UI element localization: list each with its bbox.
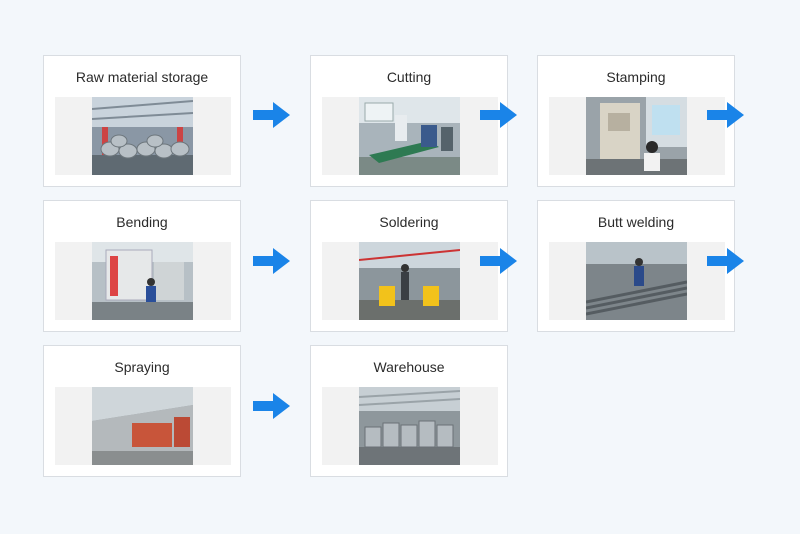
soldering-photo (359, 242, 460, 320)
step-card-spraying: Spraying (43, 345, 241, 477)
step-card-warehouse: Warehouse (310, 345, 508, 477)
photo-frame (322, 242, 498, 320)
arrow-right-icon (253, 392, 291, 420)
photo-frame (322, 387, 498, 465)
step-title: Soldering (379, 214, 439, 230)
stamping-photo (586, 97, 687, 175)
step-card-cutting: Cutting (310, 55, 508, 187)
arrow-right-icon (253, 101, 291, 129)
step-card-butt-welding: Butt welding (537, 200, 735, 332)
step-card-bending: Bending (43, 200, 241, 332)
step-title: Raw material storage (75, 69, 209, 85)
arrow-right-icon (707, 247, 745, 275)
step-title: Cutting (386, 69, 432, 85)
step-title: Butt welding (597, 214, 675, 230)
step-title: Bending (116, 214, 168, 230)
photo-frame (549, 242, 725, 320)
step-title: Spraying (114, 359, 170, 375)
arrow-right-icon (480, 101, 518, 129)
arrow-right-icon (253, 247, 291, 275)
butt-welding-photo (586, 242, 687, 320)
photo-frame (55, 387, 231, 465)
step-card-stamping: Stamping (537, 55, 735, 187)
spraying-photo (92, 387, 193, 465)
arrow-right-icon (707, 101, 745, 129)
step-title: Warehouse (373, 359, 445, 375)
photo-frame (55, 242, 231, 320)
photo-frame (549, 97, 725, 175)
photo-frame (55, 97, 231, 175)
bending-photo (92, 242, 193, 320)
step-card-raw-material-storage: Raw material storage (43, 55, 241, 187)
warehouse-photo (359, 387, 460, 465)
raw-material-storage-photo (92, 97, 193, 175)
arrow-right-icon (480, 247, 518, 275)
photo-frame (322, 97, 498, 175)
cutting-photo (359, 97, 460, 175)
step-title: Stamping (606, 69, 666, 85)
step-card-soldering: Soldering (310, 200, 508, 332)
